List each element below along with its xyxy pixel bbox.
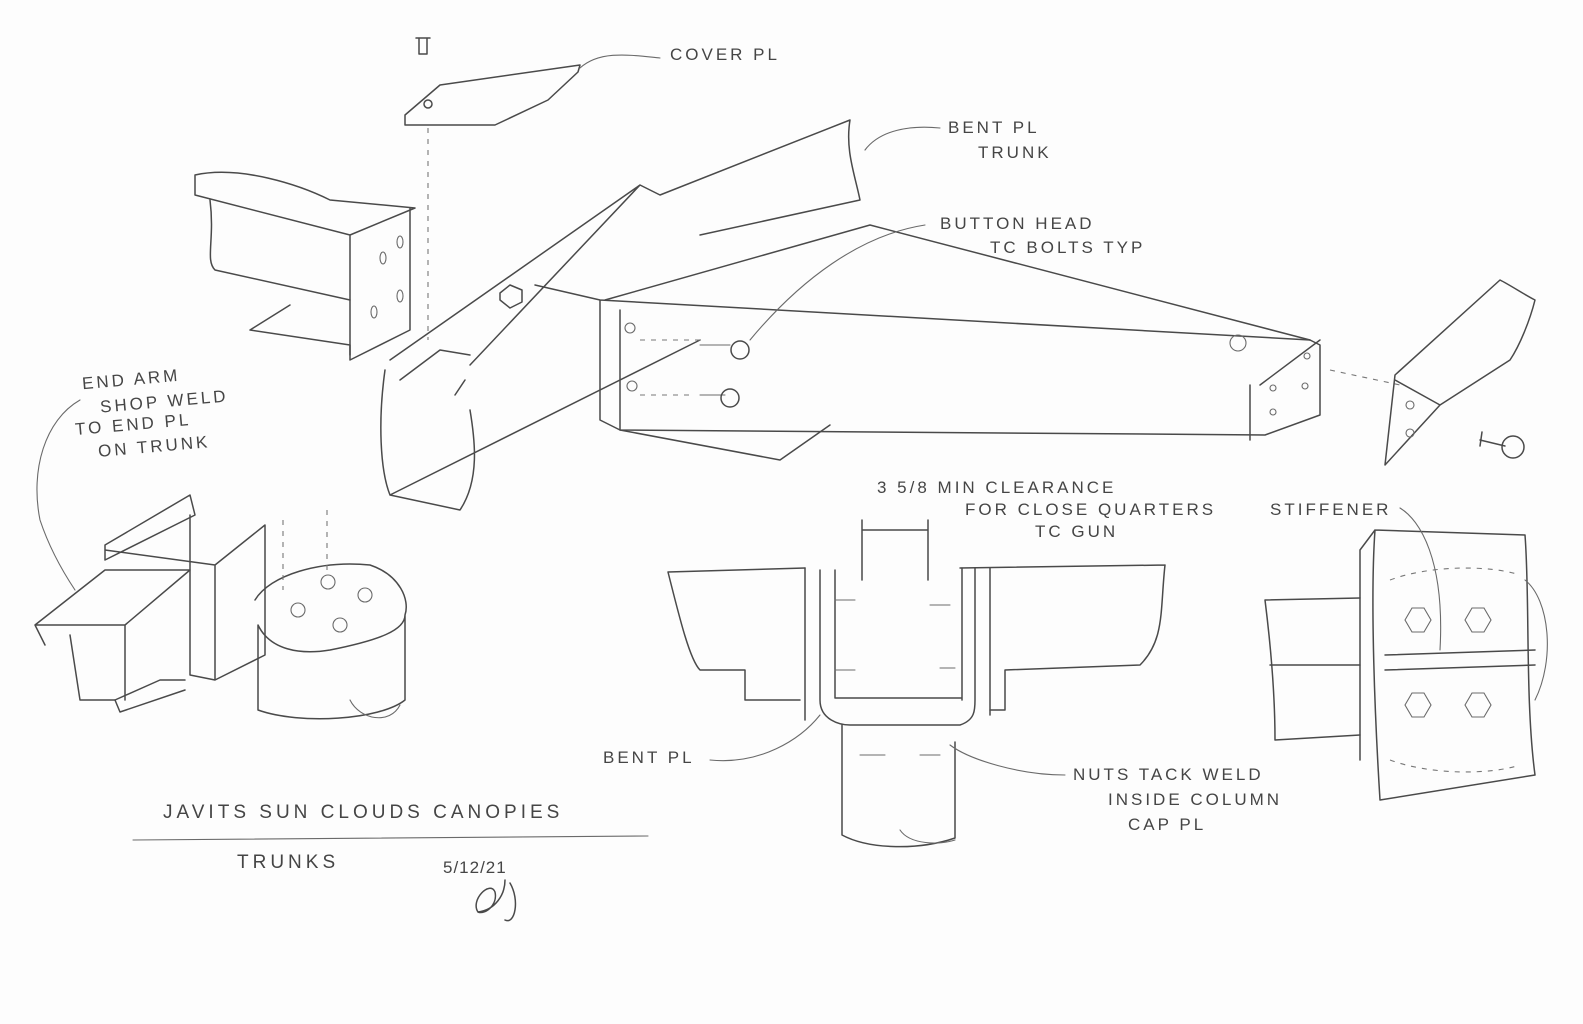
label-bent-pl-trunk-1: BENT PL [948, 118, 1040, 137]
stiffener-detail [1264, 507, 1548, 801]
label-nuts-1: NUTS TACK WELD [1073, 765, 1264, 784]
cover-plate [404, 37, 661, 340]
title-subject: TRUNKS [237, 852, 340, 873]
column-cap [254, 510, 407, 720]
label-stiffener: STIFFENER [1270, 500, 1392, 519]
end-arm-right [1384, 279, 1536, 466]
signature [475, 879, 517, 922]
label-bent-pl: BENT PL [603, 748, 695, 767]
label-button-head-2: TC BOLTS TYP [990, 238, 1146, 257]
title-project: JAVITS SUN CLOUDS CANOPIES [163, 802, 564, 823]
label-clearance-2: FOR CLOSE QUARTERS [965, 500, 1217, 519]
label-clearance-3: TC GUN [1035, 522, 1119, 541]
title-underline [132, 835, 649, 841]
label-bent-pl-trunk-2: TRUNK [978, 143, 1052, 162]
end-arm-lower [34, 399, 266, 713]
label-nuts-3: CAP PL [1128, 815, 1207, 834]
label-clearance-1: 3 5/8 MIN CLEARANCE [877, 478, 1117, 497]
label-cover-pl: COVER PL [670, 45, 780, 64]
end-arm-upper [194, 171, 416, 361]
title-date: 5/12/21 [443, 858, 507, 877]
label-nuts-2: INSIDE COLUMN [1108, 790, 1283, 809]
bent-pl-trunk [380, 119, 1401, 511]
label-button-head-1: BUTTON HEAD [940, 214, 1095, 233]
section-detail [667, 519, 1166, 848]
